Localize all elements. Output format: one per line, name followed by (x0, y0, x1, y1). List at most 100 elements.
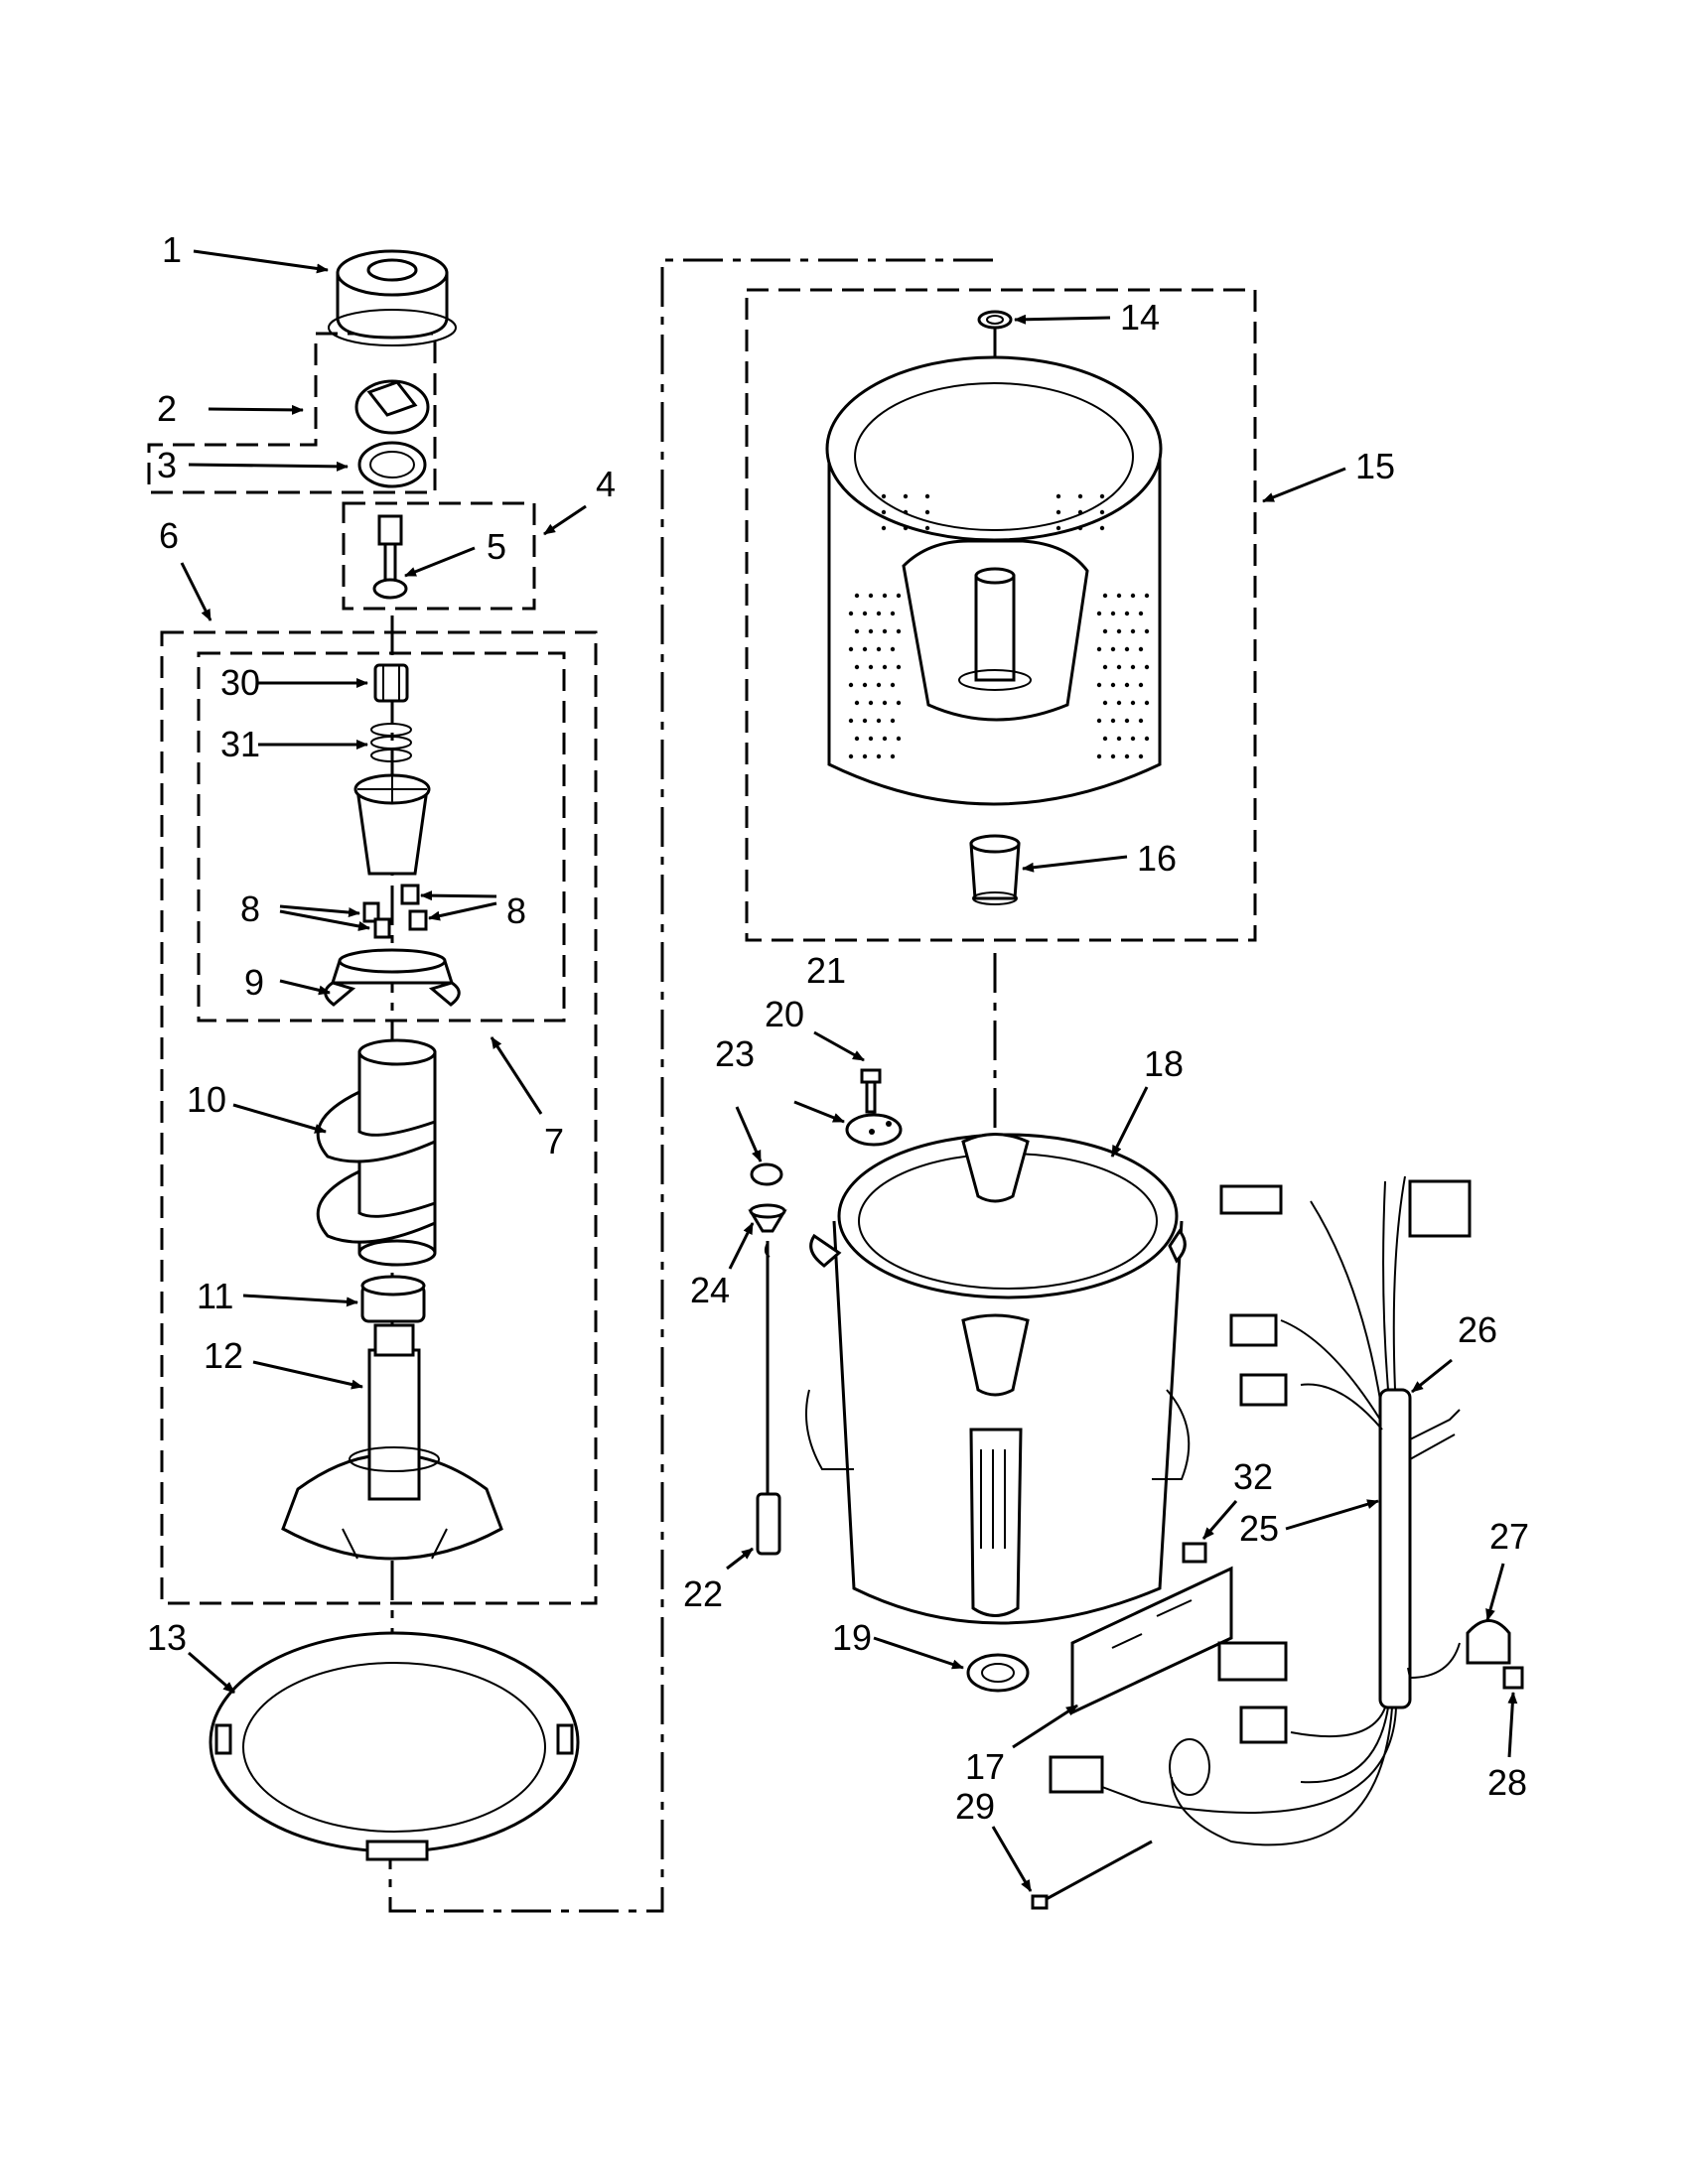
perforation-dot (890, 646, 896, 652)
part-20-drawing (845, 1113, 903, 1147)
perforation-dot (1144, 736, 1150, 742)
part-17-drawing (1070, 1566, 1233, 1715)
part-label-2: 2 (157, 388, 177, 429)
part-13-drawing (209, 1631, 580, 1861)
part-label-25: 25 (1239, 1508, 1279, 1549)
perforation-dot (890, 753, 896, 759)
perforation-dot (1096, 682, 1102, 688)
perforation-dot (1116, 700, 1122, 706)
perforation-dot (1116, 664, 1122, 670)
perforation-dot (854, 593, 860, 599)
perforation-dot (896, 628, 902, 634)
perforation-dot (890, 718, 896, 724)
perforation-dot (924, 509, 930, 515)
perforation-dot (876, 646, 882, 652)
perforation-dot (1110, 753, 1116, 759)
perforation-dot (1102, 664, 1108, 670)
part-label-10: 10 (187, 1079, 226, 1120)
part-9-drawing (324, 948, 461, 1007)
part-14-drawing (977, 310, 1013, 330)
part-27-drawing (1466, 1619, 1511, 1665)
perforation-dot (1110, 718, 1116, 724)
part-label-5: 5 (487, 526, 506, 567)
perforation-dot (1077, 509, 1083, 515)
perforation-dot (1102, 700, 1108, 706)
part-label-19: 19 (832, 1617, 872, 1658)
perforation-dot (862, 646, 868, 652)
perforation-dot (1102, 593, 1108, 599)
part-24-drawing (748, 1203, 787, 1233)
part-label-23: 23 (715, 1033, 755, 1074)
perforation-dot (896, 593, 902, 599)
part-15-drawing (825, 355, 1163, 806)
box-part-6 (160, 630, 598, 1605)
part-label-21: 21 (806, 950, 846, 991)
perforation-dot (862, 753, 868, 759)
group-boxes (147, 258, 1257, 1913)
part-label-18: 18 (1144, 1043, 1184, 1084)
perforation-dot (1096, 646, 1102, 652)
perforation-dot (1138, 611, 1144, 616)
perforation-dot (903, 493, 909, 499)
perforation-dot (1138, 753, 1144, 759)
perforation-dot (924, 493, 930, 499)
perforation-dot (854, 664, 860, 670)
part-12-drawing (281, 1323, 503, 1561)
part-18-drawing (804, 1133, 1191, 1625)
perforation-dot (862, 611, 868, 616)
part-30-drawing (373, 663, 409, 703)
part-8-drawing (362, 884, 428, 939)
part-21-drawing (860, 1068, 882, 1114)
box-part-7 (197, 651, 566, 1023)
perforation-dot (1099, 509, 1105, 515)
perforation-dot (896, 736, 902, 742)
part-label-24: 24 (690, 1270, 730, 1310)
box-part-2-3 (147, 332, 437, 494)
part-label-6: 6 (159, 515, 179, 556)
part-5-drawing (372, 514, 408, 600)
perforation-dot (890, 682, 896, 688)
part-label-7: 7 (544, 1121, 564, 1161)
perforation-dot (881, 525, 887, 531)
perforation-dot (854, 628, 860, 634)
perforation-dot (882, 664, 888, 670)
drive-connection-line (388, 258, 993, 1913)
perforation-dot (1144, 664, 1150, 670)
perforation-dot (848, 718, 854, 724)
perforation-dot (1110, 682, 1116, 688)
perforation-dot (876, 753, 882, 759)
part-label-4: 4 (596, 464, 616, 504)
part-label-27: 27 (1489, 1516, 1529, 1557)
part-23-drawing (750, 1162, 783, 1186)
perforation-dot (1077, 525, 1083, 531)
perforation-dot (903, 525, 909, 531)
perforation-dot (882, 700, 888, 706)
perforation-dot (882, 593, 888, 599)
box-part-15 (745, 288, 1257, 942)
part-label-17: 17 (965, 1746, 1005, 1787)
perforation-dot (1110, 646, 1116, 652)
perforation-dot (924, 525, 930, 531)
perforation-dot (881, 493, 887, 499)
perforation-dot (1124, 753, 1130, 759)
perforation-dot (1099, 493, 1105, 499)
perforation-dot (862, 682, 868, 688)
perforation-dot (1116, 593, 1122, 599)
part-1-drawing (328, 249, 457, 346)
perforation-dot (848, 682, 854, 688)
part-3-drawing (357, 441, 427, 488)
perforation-dot (890, 611, 896, 616)
perforation-dot (868, 628, 874, 634)
perforation-dot (1124, 682, 1130, 688)
perforation-dot (882, 628, 888, 634)
perforation-dot (1138, 682, 1144, 688)
perforation-dot (1099, 525, 1105, 531)
perforation-dot (1055, 493, 1061, 499)
perforation-dot (848, 753, 854, 759)
part-label-13: 13 (147, 1617, 187, 1658)
perforation-dot (881, 509, 887, 515)
part-label-12: 12 (204, 1335, 243, 1376)
perforation-dot (896, 664, 902, 670)
part-label-14: 14 (1120, 297, 1160, 338)
perforation-dot (1124, 611, 1130, 616)
